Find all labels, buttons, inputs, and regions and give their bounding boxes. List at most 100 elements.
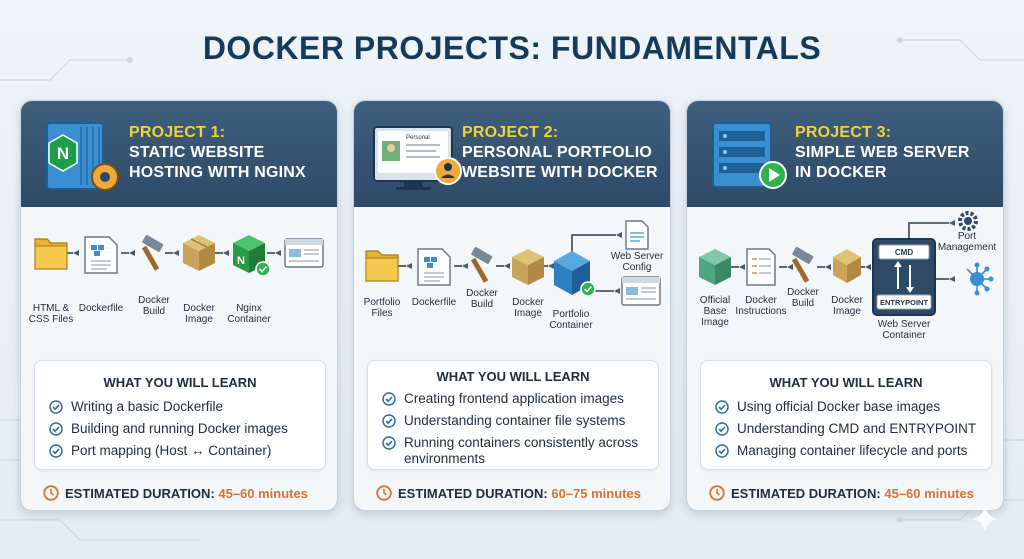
folder-icon <box>365 250 399 282</box>
dockerfile-icon <box>417 248 451 286</box>
project-card-2: Personal PROJECT 2: PERSONAL PORTFOLIO W… <box>353 100 671 511</box>
duration-row: ESTIMATED DURATION: 60–75 minutes <box>354 483 670 503</box>
browser-window-icon <box>284 238 324 268</box>
base-image-cube-icon <box>699 249 731 285</box>
project-title-line: WEBSITE WITH DOCKER <box>462 164 658 181</box>
duration-label: ESTIMATED DURATION: <box>65 486 215 501</box>
learn-panel: WHAT YOU WILL LEARN Writing a basic Dock… <box>34 360 326 470</box>
project-card-3: PROJECT 3: SIMPLE WEB SERVER IN DOCKER C… <box>686 100 1004 511</box>
svg-text:N: N <box>237 255 245 267</box>
check-circle-icon <box>382 414 396 428</box>
learn-item: Running containers consistently across e… <box>382 435 652 467</box>
hammer-icon <box>141 234 164 271</box>
config-file-icon <box>625 220 649 250</box>
learn-item: Port mapping (Host ↔ Container) <box>49 443 319 459</box>
step-label: Dockerfile <box>411 297 457 308</box>
project-title-line: HOSTING WITH NGINX <box>129 164 306 181</box>
folder-icon <box>34 238 68 270</box>
project-title-line: IN DOCKER <box>795 164 887 181</box>
sparkle-icon <box>972 506 998 532</box>
project-header: N PROJECT 1: STATIC WEBSITE HOSTING WITH… <box>21 101 337 207</box>
learn-item: Managing container lifecycle and ports <box>715 443 985 459</box>
web-server-container-icon: CMD ENTRYPOINT <box>872 238 936 316</box>
screen-text: Personal <box>406 135 430 141</box>
project-number: PROJECT 2: <box>462 124 559 141</box>
nginx-container-icon: N <box>233 235 271 277</box>
learn-item: Understanding container file systems <box>382 413 652 429</box>
portfolio-monitor-user-icon: Personal <box>373 126 462 190</box>
project-title-line: STATIC WEBSITE <box>129 144 265 161</box>
duration-row: ESTIMATED DURATION: 45–60 minutes <box>687 483 1003 503</box>
entrypoint-label: ENTRYPOINT <box>880 298 928 307</box>
step-label: Dockerfile <box>78 303 124 314</box>
duration-value: 45–60 minutes <box>218 486 308 501</box>
duration-label: ESTIMATED DURATION: <box>398 486 548 501</box>
docker-image-box-icon <box>833 249 861 283</box>
hammer-icon <box>791 246 814 283</box>
clock-icon <box>43 485 59 501</box>
learn-title: WHAT YOU WILL LEARN <box>769 375 923 390</box>
check-circle-icon <box>715 400 729 414</box>
project-title-line: SIMPLE WEB SERVER <box>795 144 970 161</box>
duration-row: ESTIMATED DURATION: 45–60 minutes <box>21 483 337 503</box>
learn-title: WHAT YOU WILL LEARN <box>103 375 257 390</box>
learn-item: Using official Docker base images <box>715 399 985 415</box>
hammer-icon <box>470 246 493 283</box>
duration-value: 45–60 minutes <box>884 486 974 501</box>
step-label: HTML &CSS Files <box>28 303 74 325</box>
check-circle-icon <box>49 400 63 414</box>
project-card-1: N PROJECT 1: STATIC WEBSITE HOSTING WITH… <box>20 100 338 511</box>
learn-panel: WHAT YOU WILL LEARN Using official Docke… <box>700 360 992 470</box>
project-title-line: PERSONAL PORTFOLIO <box>462 144 652 161</box>
learn-item: Building and running Docker images <box>49 421 319 437</box>
page-title: DOCKER PROJECTS: FUNDAMENTALS <box>202 30 822 66</box>
browser-window-icon <box>621 276 661 306</box>
docker-image-box-icon <box>183 235 215 271</box>
clock-icon <box>376 485 392 501</box>
check-circle-icon <box>715 444 729 458</box>
duration-value: 60–75 minutes <box>551 486 641 501</box>
clock-icon <box>709 485 725 501</box>
project-header: PROJECT 3: SIMPLE WEB SERVER IN DOCKER <box>687 101 1003 207</box>
check-circle-icon <box>715 422 729 436</box>
nginx-server-gear-icon: N <box>46 122 119 191</box>
instructions-doc-icon <box>746 248 776 286</box>
project-number: PROJECT 3: <box>795 124 892 141</box>
svg-text:N: N <box>57 144 69 163</box>
portfolio-container-icon <box>554 251 596 297</box>
learn-item: Understanding CMD and ENTRYPOINT <box>715 421 985 437</box>
hub-network-icon <box>966 262 994 296</box>
learn-panel: WHAT YOU WILL LEARN Creating frontend ap… <box>367 360 659 470</box>
project-header: Personal PROJECT 2: PERSONAL PORTFOLIO W… <box>354 101 670 207</box>
gear-icon <box>958 211 978 231</box>
check-circle-icon <box>49 422 63 436</box>
cmd-label: CMD <box>895 248 913 257</box>
project-number: PROJECT 1: <box>129 124 226 141</box>
duration-label: ESTIMATED DURATION: <box>731 486 881 501</box>
dockerfile-icon <box>84 236 118 274</box>
docker-image-box-icon <box>512 249 544 285</box>
check-circle-icon <box>49 444 63 458</box>
learn-item: Creating frontend application images <box>382 391 652 407</box>
check-circle-icon <box>382 436 396 450</box>
server-rack-play-icon <box>712 122 787 189</box>
check-circle-icon <box>382 392 396 406</box>
learn-title: WHAT YOU WILL LEARN <box>436 369 590 384</box>
